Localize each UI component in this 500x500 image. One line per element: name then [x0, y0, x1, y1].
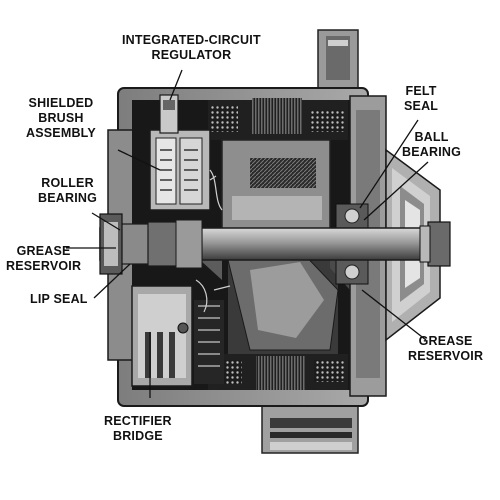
label-line: ROLLER: [41, 176, 94, 190]
label-line: BEARING: [38, 191, 98, 205]
label-line: RECTIFIER: [104, 414, 172, 428]
label-felt-seal: FELT SEAL: [404, 84, 438, 114]
label-line: SEAL: [404, 99, 439, 113]
regulator-chip: [159, 94, 179, 134]
top-mounting-ear: [317, 29, 359, 91]
leader-roller-bearing: [91, 212, 121, 231]
label-line: BALL: [414, 130, 449, 144]
leader-grease-right: [361, 289, 427, 341]
label-line: BRIDGE: [112, 429, 163, 443]
label-line: SHIELDED: [28, 96, 94, 110]
rotor-field-coil: [221, 139, 339, 354]
label-rectifier-bridge: RECTIFIER BRIDGE: [104, 414, 172, 444]
field-wires: [195, 169, 231, 313]
label-line: RESERVOIR: [6, 259, 82, 273]
label-line: RESERVOIR: [408, 349, 484, 363]
leader-lip-seal: [93, 263, 131, 299]
label-line: GREASE: [16, 244, 71, 258]
label-line: ASSEMBLY: [26, 126, 96, 140]
label-line: REGULATOR: [151, 48, 232, 62]
rectifier-bridge-part: [131, 285, 193, 387]
label-line: INTEGRATED-CIRCUIT: [122, 33, 261, 47]
bottom-mounting-ear: [261, 397, 359, 454]
leader-lines: [66, 69, 429, 398]
label-roller-bearing: ROLLER BEARING: [38, 176, 97, 206]
roller-bearing-part: [99, 213, 123, 275]
leader-ball-bearing: [363, 161, 429, 221]
leader-regulator: [169, 69, 183, 101]
label-line: GREASE: [418, 334, 473, 348]
label-grease-reservoir-left: GREASE RESERVOIR: [6, 244, 81, 274]
label-ball-bearing: BALL BEARING: [402, 130, 461, 160]
label-line: BRUSH: [38, 111, 84, 125]
label-lip-seal: LIP SEAL: [30, 292, 88, 307]
label-line: BEARING: [402, 145, 462, 159]
label-line: LIP SEAL: [30, 292, 88, 306]
label-shielded-brush-assembly: SHIELDED BRUSH ASSEMBLY: [26, 96, 96, 141]
leader-brush: [117, 149, 161, 171]
cooling-fins: [194, 300, 224, 384]
label-integrated-circuit-regulator: INTEGRATED-CIRCUIT REGULATOR: [122, 33, 261, 63]
label-grease-reservoir-right: GREASE RESERVOIR: [408, 334, 483, 364]
label-line: FELT: [405, 84, 437, 98]
leader-felt-seal: [359, 119, 419, 209]
